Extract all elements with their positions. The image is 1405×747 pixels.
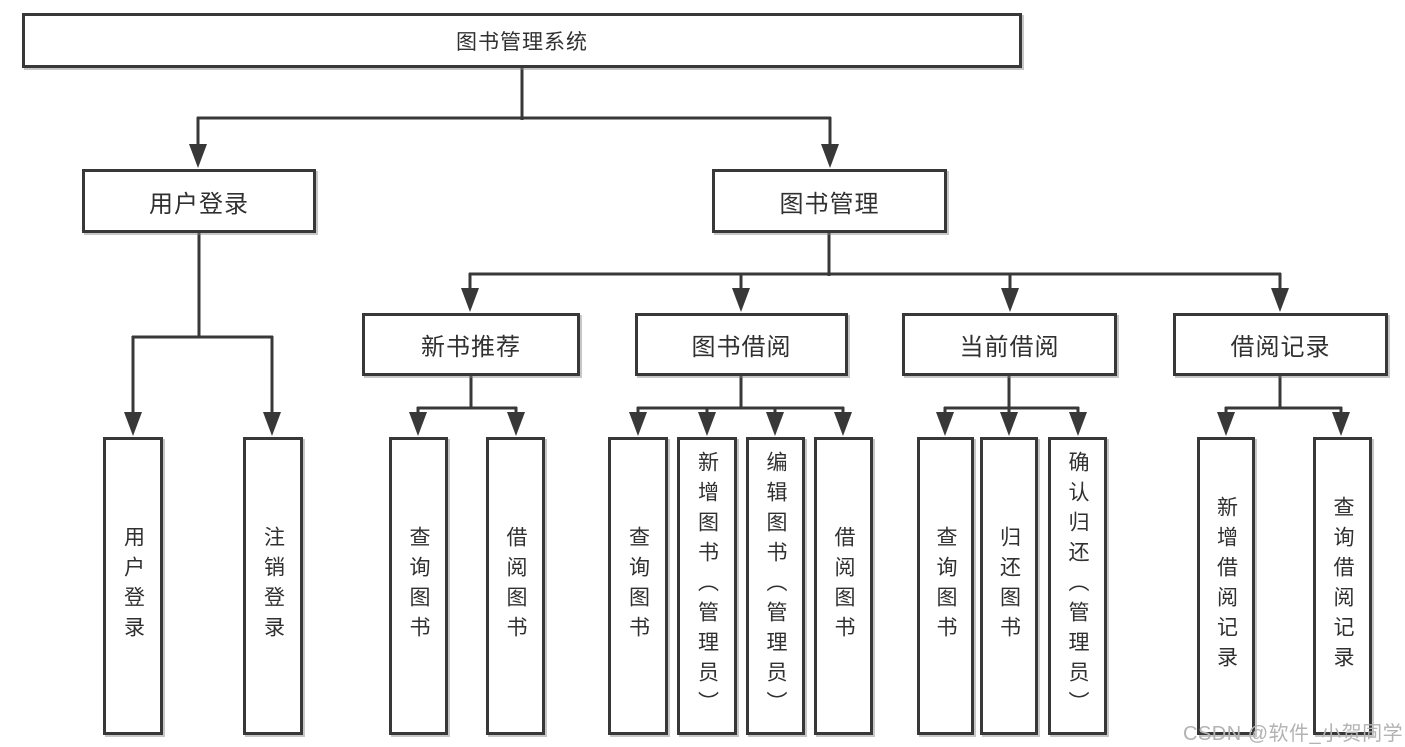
leaf-edit-books-admin: 编辑图书（管理员） [746,437,805,735]
node-label: 图书管理系统 [456,30,588,54]
leaf-add-borrow-record: 新增借阅记录 [1197,437,1255,735]
leaf-query-borrow-record: 查询借阅记录 [1313,437,1372,735]
node-current-borrowing: 当前借阅 [902,313,1117,376]
leaf-query-books-recommend: 查询图书 [389,437,448,735]
leaf-query-books-current: 查询图书 [917,437,974,735]
node-book-management: 图书管理 [712,169,947,233]
node-label: 借阅图书 [832,526,855,646]
node-new-book-recommend: 新书推荐 [362,313,580,376]
node-label: 新增图书（管理员） [695,451,719,721]
node-label: 当前借阅 [959,334,1060,361]
leaf-confirm-return-admin: 确认归还（管理员） [1048,437,1107,735]
leaf-borrow-books-recommend: 借阅图书 [486,437,545,735]
node-label: 编辑图书（管理员） [764,451,787,721]
node-label: 用户登录 [149,190,249,218]
node-label: 借阅记录 [1230,334,1331,361]
node-borrowing-records: 借阅记录 [1173,313,1388,376]
leaf-borrow-books: 借阅图书 [814,437,873,735]
node-book-borrowing: 图书借阅 [635,313,848,376]
node-label: 查询借阅记录 [1331,496,1354,676]
node-label: 查询图书 [934,526,957,646]
node-label: 新增借阅记录 [1214,496,1238,676]
node-label: 查询图书 [407,526,430,646]
node-root-system: 图书管理系统 [22,13,1022,68]
leaf-logout: 注销登录 [243,437,303,735]
node-label: 图书管理 [779,190,880,218]
node-label: 注销登录 [261,526,285,646]
leaf-return-books: 归还图书 [980,437,1038,735]
node-label: 查询图书 [626,526,650,646]
node-label: 用户登录 [121,526,145,646]
node-label: 归还图书 [997,526,1021,646]
node-user-login: 用户登录 [82,169,316,233]
node-label: 新书推荐 [421,334,521,361]
node-label: 图书借阅 [691,334,792,361]
node-label: 借阅图书 [504,526,527,646]
csdn-watermark: CSDN @软件_小贺同学 [1183,723,1404,745]
leaf-query-books-borrow: 查询图书 [608,437,668,735]
leaf-user-login: 用户登录 [103,437,163,735]
node-label: 确认归还（管理员） [1066,451,1089,721]
leaf-add-books-admin: 新增图书（管理员） [677,437,737,735]
